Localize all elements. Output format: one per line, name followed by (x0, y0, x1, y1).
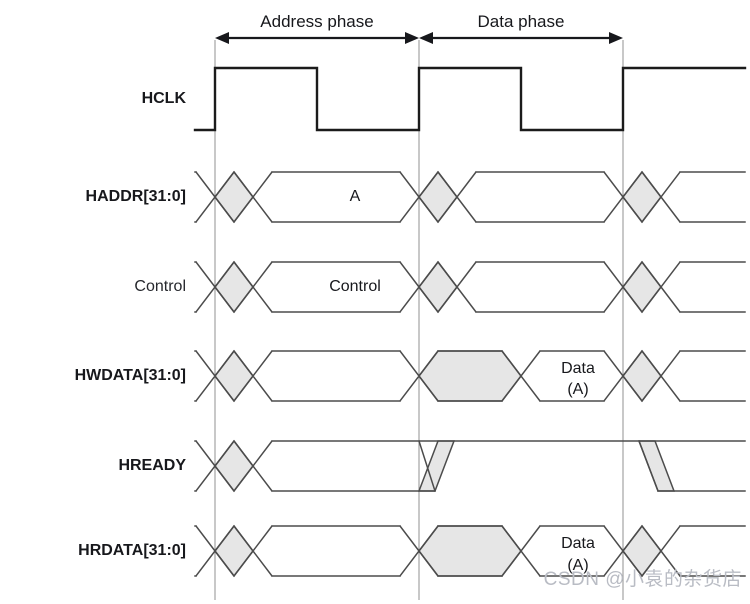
phase-marker-0: Address phase (215, 12, 419, 44)
signal-hrdata-31-0-label: HRDATA[31:0] (78, 542, 186, 559)
phase-markers-group: Address phase Data phase (215, 12, 623, 44)
signal-hwdata-31-0-label: HWDATA[31:0] (75, 367, 186, 384)
csdn-watermark: CSDN @小袁的杂货店 (544, 568, 742, 590)
signal-control-shade-0 (214, 260, 254, 314)
signal-haddr-31-0-shade-2 (622, 170, 662, 224)
signal-hwdata-31-0-waveform (194, 349, 746, 403)
signal-haddr-31-0-waveform (194, 170, 746, 224)
signal-haddr-31-0-shade-1 (418, 170, 458, 224)
signal-hrdata-31-0-waveform (194, 524, 746, 578)
watermark-group: CSDN @小袁的杂货店 (544, 568, 742, 590)
signal-hready-waveform (194, 439, 746, 493)
signal-hready-ramp-1 (637, 440, 676, 492)
signal-control-waveform (194, 260, 746, 314)
phase-arrowhead-right-0 (405, 32, 419, 44)
signal-control-label: Control (134, 278, 186, 295)
phase-arrowhead-right-1 (609, 32, 623, 44)
phase-label-1: Data phase (478, 12, 565, 31)
hclk-waveform (193, 66, 747, 132)
signal-hwdata-31-0-value-0: Data (561, 360, 595, 377)
signal-haddr-31-0-label: HADDR[31:0] (86, 188, 186, 205)
signal-hwdata-31-0-shade-0 (214, 349, 254, 403)
signal-haddr-31-0-value-0: A (350, 188, 361, 205)
signal-hrdata-31-0-shade-0 (214, 524, 254, 578)
phase-arrowhead-left-0 (215, 32, 229, 44)
gridlines-group (214, 40, 624, 600)
signal-haddr-31-0-shade-0 (214, 170, 254, 224)
signal-control-shade-2 (622, 260, 662, 314)
signal-hclk-label: HCLK (142, 90, 187, 107)
phase-label-0: Address phase (260, 12, 373, 31)
signal-hrdata-31-0-value-1: (A) (567, 557, 588, 574)
phase-arrowhead-left-1 (419, 32, 433, 44)
signal-hrdata-31-0-value-0: Data (561, 535, 595, 552)
signal-hrdata-31-0-shade-1 (418, 525, 522, 577)
signal-hready-label: HREADY (118, 457, 186, 474)
signal-hready-shade-0 (214, 439, 254, 493)
signal-hwdata-31-0-shade-2 (622, 349, 662, 403)
signal-control-shade-1 (418, 260, 458, 314)
phase-marker-1: Data phase (419, 12, 623, 44)
signal-hwdata-31-0-shade-1 (418, 350, 522, 402)
signal-hwdata-31-0-value-1: (A) (567, 381, 588, 398)
signal-control-value-0: Control (329, 278, 381, 295)
signal-hready-ramp-0 (417, 440, 456, 492)
